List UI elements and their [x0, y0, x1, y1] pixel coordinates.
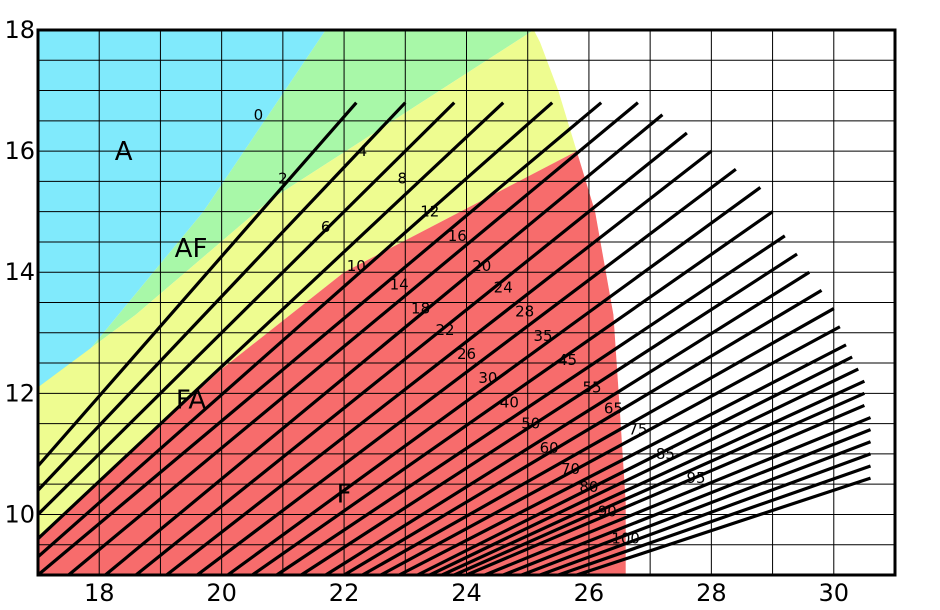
contour-line: [36, 101, 505, 540]
contour-line: [165, 149, 713, 577]
contour-lines: [36, 101, 872, 577]
contour-line: [521, 440, 872, 577]
contour-line: [484, 416, 872, 577]
contour-line: [539, 452, 872, 577]
contour-line: [465, 403, 866, 577]
contour-line: [36, 101, 358, 468]
x-tick-label: 20: [206, 579, 237, 607]
contour-line: [576, 476, 872, 577]
contour-label: 28: [515, 303, 534, 321]
y-tick-label: 16: [4, 137, 35, 165]
contour-line: [196, 167, 737, 577]
x-tick-label: 26: [574, 579, 605, 607]
contour-line: [67, 101, 639, 577]
contour-label: 12: [420, 203, 439, 221]
contour-label: 55: [582, 378, 601, 396]
contour-line: [343, 289, 823, 577]
contour-line: [226, 186, 762, 577]
y-tick-label: 10: [4, 500, 35, 528]
region-a: [38, 30, 326, 388]
contour-label: 16: [448, 227, 467, 245]
contour-line: [416, 355, 853, 577]
contour-label: 90: [598, 502, 617, 520]
x-tick-label: 18: [84, 579, 115, 607]
contour-line: [36, 101, 407, 492]
contour-label: 8: [397, 169, 407, 187]
contour-line: [104, 113, 664, 577]
region-labels: A AF FA F: [115, 137, 352, 509]
contour-line: [398, 343, 847, 577]
x-tick-label: 24: [451, 579, 482, 607]
contour-line: [251, 210, 774, 577]
contour-label: 30: [478, 369, 497, 387]
contour-line: [36, 101, 554, 559]
contour-label: 75: [628, 421, 647, 439]
region-label-af: AF: [175, 234, 208, 264]
contour-label: 50: [521, 415, 540, 433]
contour-label: 100: [611, 530, 640, 548]
y-tick-label: 12: [4, 379, 35, 407]
contour-line: [502, 428, 872, 577]
x-tick-label: 22: [329, 579, 360, 607]
contour-line: [441, 379, 866, 577]
y-axis-ticks: 10 12 14 16 18: [4, 16, 35, 528]
contour-line: [134, 131, 688, 577]
contour-line: [324, 270, 811, 577]
plot-frame: [36, 28, 897, 577]
contour-label: 80: [579, 478, 598, 496]
contour-label: 10: [347, 257, 366, 275]
contour-line: [453, 391, 866, 577]
contour-label: 18: [411, 300, 430, 318]
contour-line: [36, 101, 456, 516]
region-label-fa: FA: [176, 385, 207, 415]
contour-label: 26: [457, 345, 476, 363]
contour-line: [36, 101, 603, 577]
contour-label: 70: [561, 460, 580, 478]
contour-line: [300, 252, 798, 577]
x-tick-label: 28: [696, 579, 727, 607]
contour-label: 65: [604, 399, 623, 417]
contour-label: 45: [558, 351, 577, 369]
x-tick-label: 30: [819, 579, 850, 607]
contour-line: [380, 325, 841, 577]
region-label-f: F: [337, 479, 352, 509]
contour-labels: 0246810121416182022242628303540455055606…: [254, 106, 706, 548]
contour-line: [557, 464, 872, 577]
contour-label: 85: [656, 445, 675, 463]
contour-label: 35: [533, 327, 552, 345]
y-tick-label: 14: [4, 258, 35, 286]
contour-line: [429, 367, 859, 577]
contour-label: 95: [687, 469, 706, 487]
region-label-a: A: [115, 137, 133, 167]
contour-label: 24: [494, 278, 513, 296]
x-axis-ticks: 18 20 22 24 26 28 30: [84, 579, 849, 607]
contour-line: [361, 307, 835, 577]
contour-label: 20: [472, 257, 491, 275]
contour-label: 14: [390, 275, 409, 293]
contour-label: 60: [540, 439, 559, 457]
contour-label: 22: [436, 321, 455, 339]
contour-label: 4: [358, 142, 368, 160]
contour-label: 40: [500, 393, 519, 411]
y-tick-label: 18: [4, 16, 35, 44]
contour-label: 2: [278, 169, 288, 187]
contour-label: 6: [321, 218, 331, 236]
contour-label: 0: [254, 106, 264, 124]
contour-line: [275, 234, 786, 577]
